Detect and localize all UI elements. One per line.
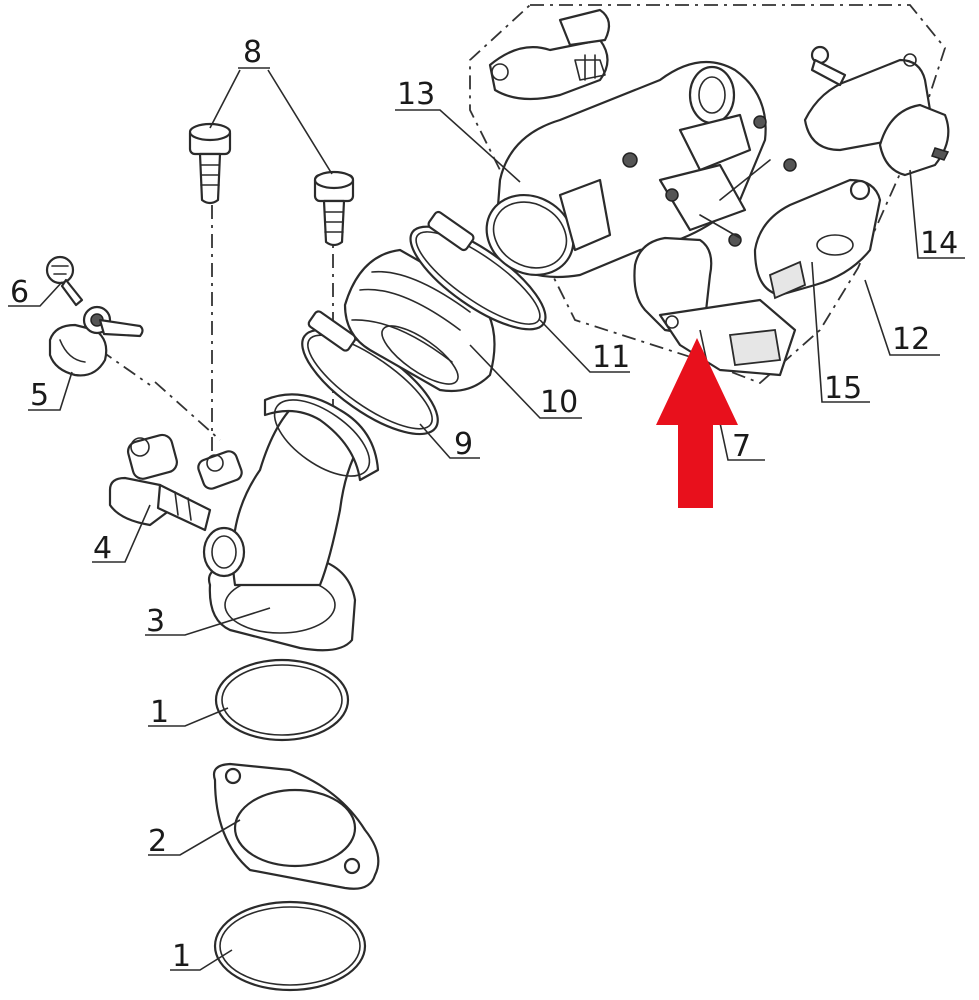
part-7-map-sensor bbox=[633, 236, 797, 377]
callout-13: 13 bbox=[397, 77, 435, 112]
leader-10 bbox=[469, 344, 582, 419]
part-6-bolt bbox=[45, 255, 84, 307]
leader-6 bbox=[8, 281, 63, 307]
callout-12: 12 bbox=[892, 322, 930, 357]
leader-3 bbox=[145, 607, 271, 636]
part-8-bolt-left bbox=[188, 122, 232, 205]
leader-9 bbox=[419, 423, 480, 459]
callout-15: 15 bbox=[824, 371, 862, 406]
red-highlight-arrow bbox=[656, 338, 738, 508]
callout-11: 11 bbox=[592, 340, 630, 375]
callout-2: 2 bbox=[148, 824, 167, 859]
callout-14: 14 bbox=[920, 226, 958, 261]
part-15-throttle-position-sensor bbox=[753, 178, 882, 300]
callout-7: 7 bbox=[732, 429, 751, 464]
leader-5 bbox=[28, 371, 73, 411]
callout-6: 6 bbox=[10, 275, 29, 310]
leader-14 bbox=[909, 169, 965, 259]
callout-3: 3 bbox=[146, 604, 165, 639]
centerline-sensor bbox=[99, 349, 151, 386]
part-8-bolt-right bbox=[313, 170, 355, 247]
leader-1-bottom bbox=[170, 949, 233, 971]
leader-4 bbox=[92, 504, 151, 563]
callout-1-top: 1 bbox=[150, 695, 169, 730]
callout-4: 4 bbox=[93, 531, 112, 566]
leader-11 bbox=[539, 319, 630, 373]
part-14-idle-air-valve bbox=[803, 45, 950, 177]
callout-10: 10 bbox=[540, 385, 578, 420]
callout-9: 9 bbox=[454, 427, 473, 462]
part-2-gasket bbox=[212, 762, 380, 890]
part-13-throttle-body bbox=[485, 8, 797, 279]
leader-12 bbox=[864, 279, 940, 356]
callout-8: 8 bbox=[243, 35, 262, 70]
leader-13 bbox=[395, 109, 521, 183]
part-4-fuel-injector bbox=[108, 433, 212, 532]
callout-1-bottom: 1 bbox=[172, 939, 191, 974]
part-1-o-ring-bottom bbox=[213, 900, 367, 992]
throttle-assembly-group-outline bbox=[469, 4, 947, 385]
part-1-o-ring-top bbox=[214, 658, 350, 742]
leader-2 bbox=[148, 819, 241, 856]
centerline-intake-axis bbox=[154, 381, 221, 441]
callout-5: 5 bbox=[30, 378, 49, 413]
leader-1-top bbox=[148, 707, 229, 727]
leader-8 bbox=[209, 67, 333, 175]
part-5-sensor bbox=[48, 305, 144, 377]
leader-15 bbox=[811, 261, 870, 403]
part-3-intake-manifold bbox=[197, 393, 380, 652]
